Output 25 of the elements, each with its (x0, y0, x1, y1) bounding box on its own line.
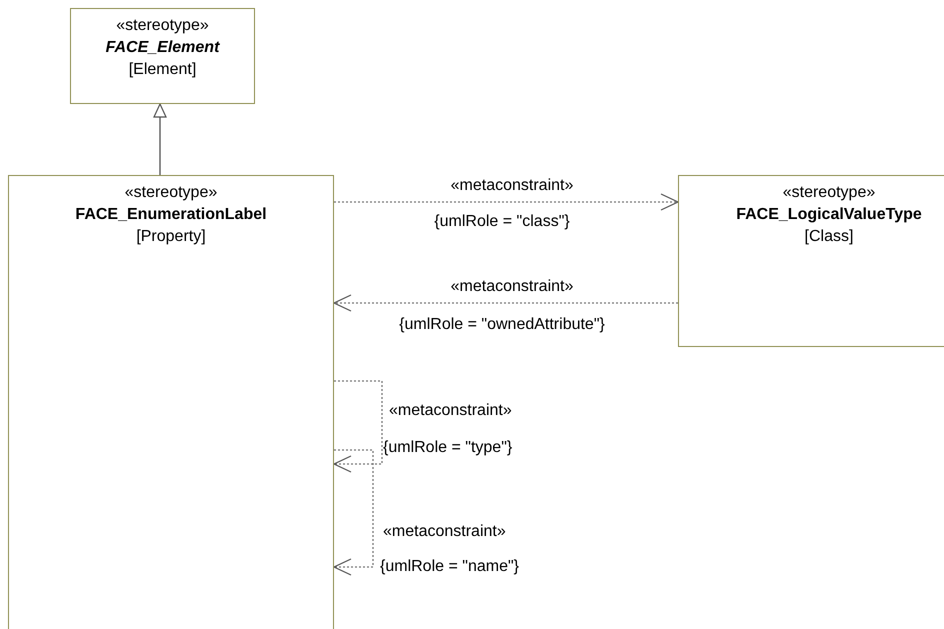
stereotype-box (678, 175, 944, 347)
stereotype-label: «stereotype» (115, 16, 210, 36)
metaclass-label: [Element] (128, 60, 198, 80)
dependency-arrow (333, 294, 678, 312)
class-name: FACE_LogicalValueType (736, 205, 922, 225)
metaclass-label: [Class] (804, 227, 854, 247)
edge-label: «metaconstraint» (450, 176, 574, 196)
edge-label: «metaconstraint» (383, 522, 506, 542)
dependency-arrow (333, 380, 383, 473)
constraint-label: {umlRole = "type"} (383, 438, 512, 458)
stereotype-box (8, 175, 334, 629)
constraint-label: {umlRole = "ownedAttribute"} (399, 315, 605, 335)
metaclass-label: [Property] (135, 227, 207, 247)
stereotype-box (70, 8, 255, 104)
edge-label: «metaconstraint» (450, 277, 574, 297)
constraint-label: {umlRole = "name"} (380, 557, 519, 577)
edge-label: «metaconstraint» (389, 401, 512, 421)
generalization-arrow (153, 103, 167, 175)
class-name: FACE_EnumerationLabel (74, 205, 268, 225)
dependency-arrow (334, 193, 679, 211)
stereotype-label: «stereotype» (124, 183, 218, 203)
dependency-arrow (333, 449, 374, 576)
stereotype-label: «stereotype» (782, 183, 876, 203)
constraint-label: {umlRole = "class"} (434, 212, 570, 232)
class-name: FACE_Element (104, 38, 221, 58)
